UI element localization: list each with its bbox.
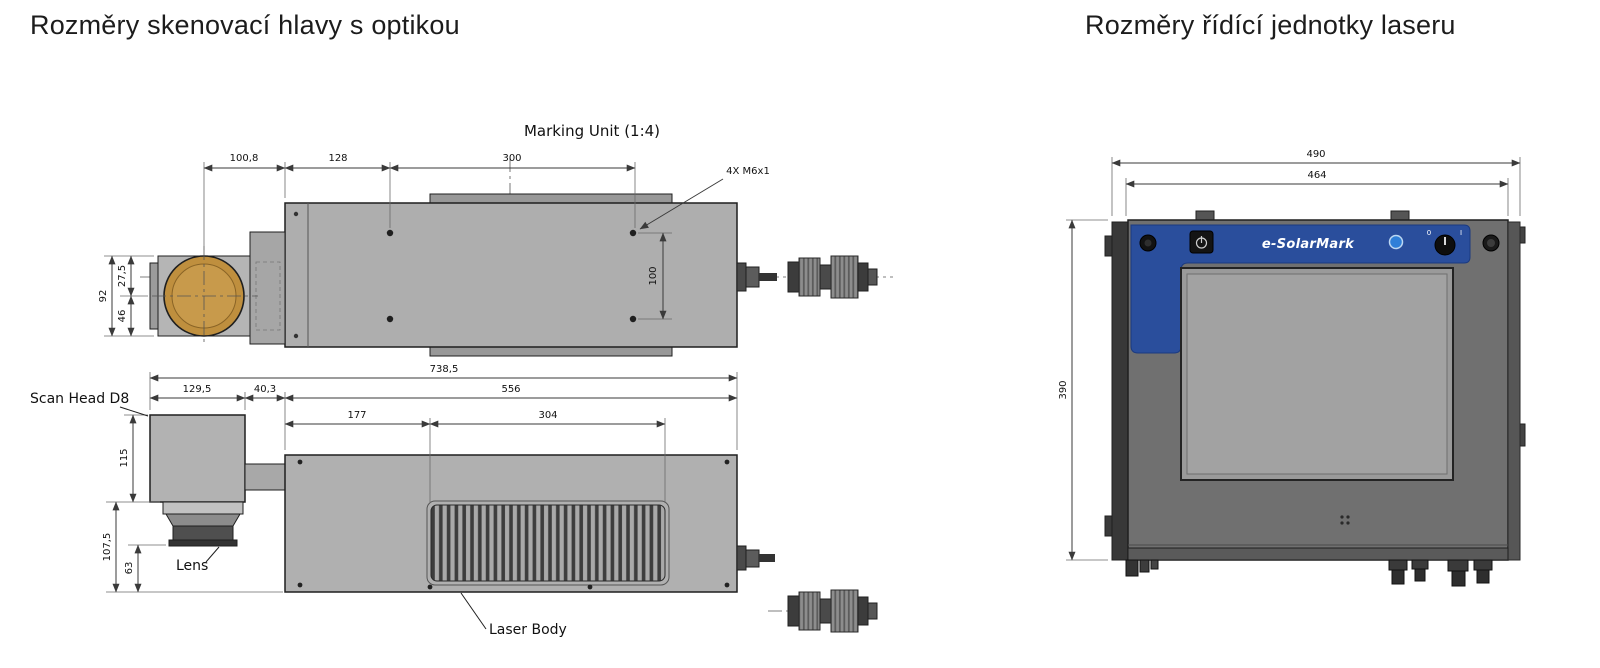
svg-text:100: 100 xyxy=(648,266,659,285)
svg-text:Laser Body: Laser Body xyxy=(489,622,567,638)
svg-text:46: 46 xyxy=(117,310,128,323)
scan-head-drawing: Marking Unit (1:4) xyxy=(30,122,893,638)
vent-grille xyxy=(430,504,666,582)
grille-frame xyxy=(426,500,670,586)
rear-connector-top-view xyxy=(736,255,878,299)
dim-lower-height: 107,5 xyxy=(102,501,120,593)
control-unit-dimensions: 490 464 390 xyxy=(1058,149,1521,561)
dim-lens-offset: 100,8 xyxy=(203,153,286,172)
svg-text:107,5: 107,5 xyxy=(102,533,113,562)
svg-text:4X M6x1: 4X M6x1 xyxy=(726,166,770,177)
dim-head-width: 92 xyxy=(98,255,116,337)
dim-hole-spacing-x: 300 xyxy=(389,153,636,172)
drawing-caption: Marking Unit (1:4) xyxy=(524,122,660,140)
svg-text:40,3: 40,3 xyxy=(254,384,276,395)
control-unit-drawing: e-SolarMark 0 I xyxy=(1058,149,1526,587)
svg-text:490: 490 xyxy=(1306,149,1325,160)
svg-text:Scan Head D8: Scan Head D8 xyxy=(30,391,129,407)
dim-grille-section: 304 xyxy=(429,410,666,428)
page-title-left: Rozměry skenovací hlavy s optikou xyxy=(30,10,460,40)
label-scan-head: Scan Head D8 xyxy=(30,391,149,417)
dim-head-height: 115 xyxy=(119,414,137,503)
top-rail xyxy=(429,193,673,204)
svg-text:115: 115 xyxy=(119,448,130,467)
dim-outer-width: 490 xyxy=(1111,149,1521,167)
bottom-strip xyxy=(1127,547,1509,561)
side-view xyxy=(149,414,878,633)
dim-lens-height: 63 xyxy=(124,544,142,593)
svg-text:Lens: Lens xyxy=(176,558,208,574)
svg-text:100,8: 100,8 xyxy=(230,153,259,164)
cable-glands xyxy=(1125,559,1493,587)
right-side-strip xyxy=(1507,221,1521,561)
dim-axis-offset-bottom: 46 xyxy=(117,295,135,337)
dim-head-length: 129,5 xyxy=(149,384,246,402)
screw-dots xyxy=(1340,515,1350,525)
label-lens: Lens xyxy=(176,546,220,574)
control-unit-view: e-SolarMark 0 I xyxy=(1104,210,1526,587)
dim-gap-length: 40,3 xyxy=(244,384,286,402)
coupling-block xyxy=(244,463,286,491)
top-hinges xyxy=(1195,210,1410,221)
rear-connector-side-view xyxy=(736,545,878,633)
key-switch-on-label: I xyxy=(1460,229,1462,237)
screen-inner xyxy=(1186,273,1448,475)
dim-body-length: 556 xyxy=(284,384,738,402)
svg-text:27,5: 27,5 xyxy=(117,265,128,287)
svg-text:128: 128 xyxy=(328,153,347,164)
body-screws-top xyxy=(293,211,299,339)
panel-controls: e-SolarMark 0 I xyxy=(1139,229,1500,256)
brand-text: e-SolarMark xyxy=(1262,237,1355,252)
svg-text:63: 63 xyxy=(124,562,135,575)
page-title-right: Rozměry řídící jednotky laseru xyxy=(1085,10,1456,40)
bolt-holes xyxy=(386,229,637,323)
lens-assembly xyxy=(162,501,244,547)
side-view-dimensions: 738,5 129,5 40,3 556 177 304 xyxy=(102,364,738,593)
svg-text:464: 464 xyxy=(1307,170,1326,181)
dim-hole-spacing-y: 100 xyxy=(638,232,672,320)
key-switch-off-label: 0 xyxy=(1427,229,1431,237)
dim-axis-offset-top: 27,5 xyxy=(117,255,135,297)
scan-head-box xyxy=(149,414,246,503)
svg-text:129,5: 129,5 xyxy=(183,384,212,395)
svg-text:390: 390 xyxy=(1058,380,1069,399)
bolt-note: 4X M6x1 xyxy=(639,166,770,230)
blue-panel xyxy=(1130,224,1471,354)
dim-front-section: 177 xyxy=(284,410,431,428)
svg-text:92: 92 xyxy=(98,290,109,303)
dim-front-to-holes: 128 xyxy=(284,153,391,172)
led-indicator xyxy=(1388,234,1404,250)
svg-text:300: 300 xyxy=(502,153,521,164)
label-laser-body: Laser Body xyxy=(460,592,567,638)
bottom-rail xyxy=(429,346,673,357)
dim-height: 390 xyxy=(1058,219,1076,561)
left-side-strip xyxy=(1111,221,1129,561)
marking-unit-body-top xyxy=(284,202,738,348)
svg-text:738,5: 738,5 xyxy=(430,364,459,375)
top-view-dimensions: 100,8 128 300 4X M6x1 100 92 xyxy=(98,153,770,337)
body-screws-side xyxy=(297,459,730,590)
svg-text:177: 177 xyxy=(347,410,366,421)
svg-text:556: 556 xyxy=(501,384,520,395)
dim-inner-width: 464 xyxy=(1125,170,1509,188)
top-view xyxy=(140,158,893,357)
dim-total-length: 738,5 xyxy=(149,364,738,382)
svg-text:304: 304 xyxy=(538,410,557,421)
